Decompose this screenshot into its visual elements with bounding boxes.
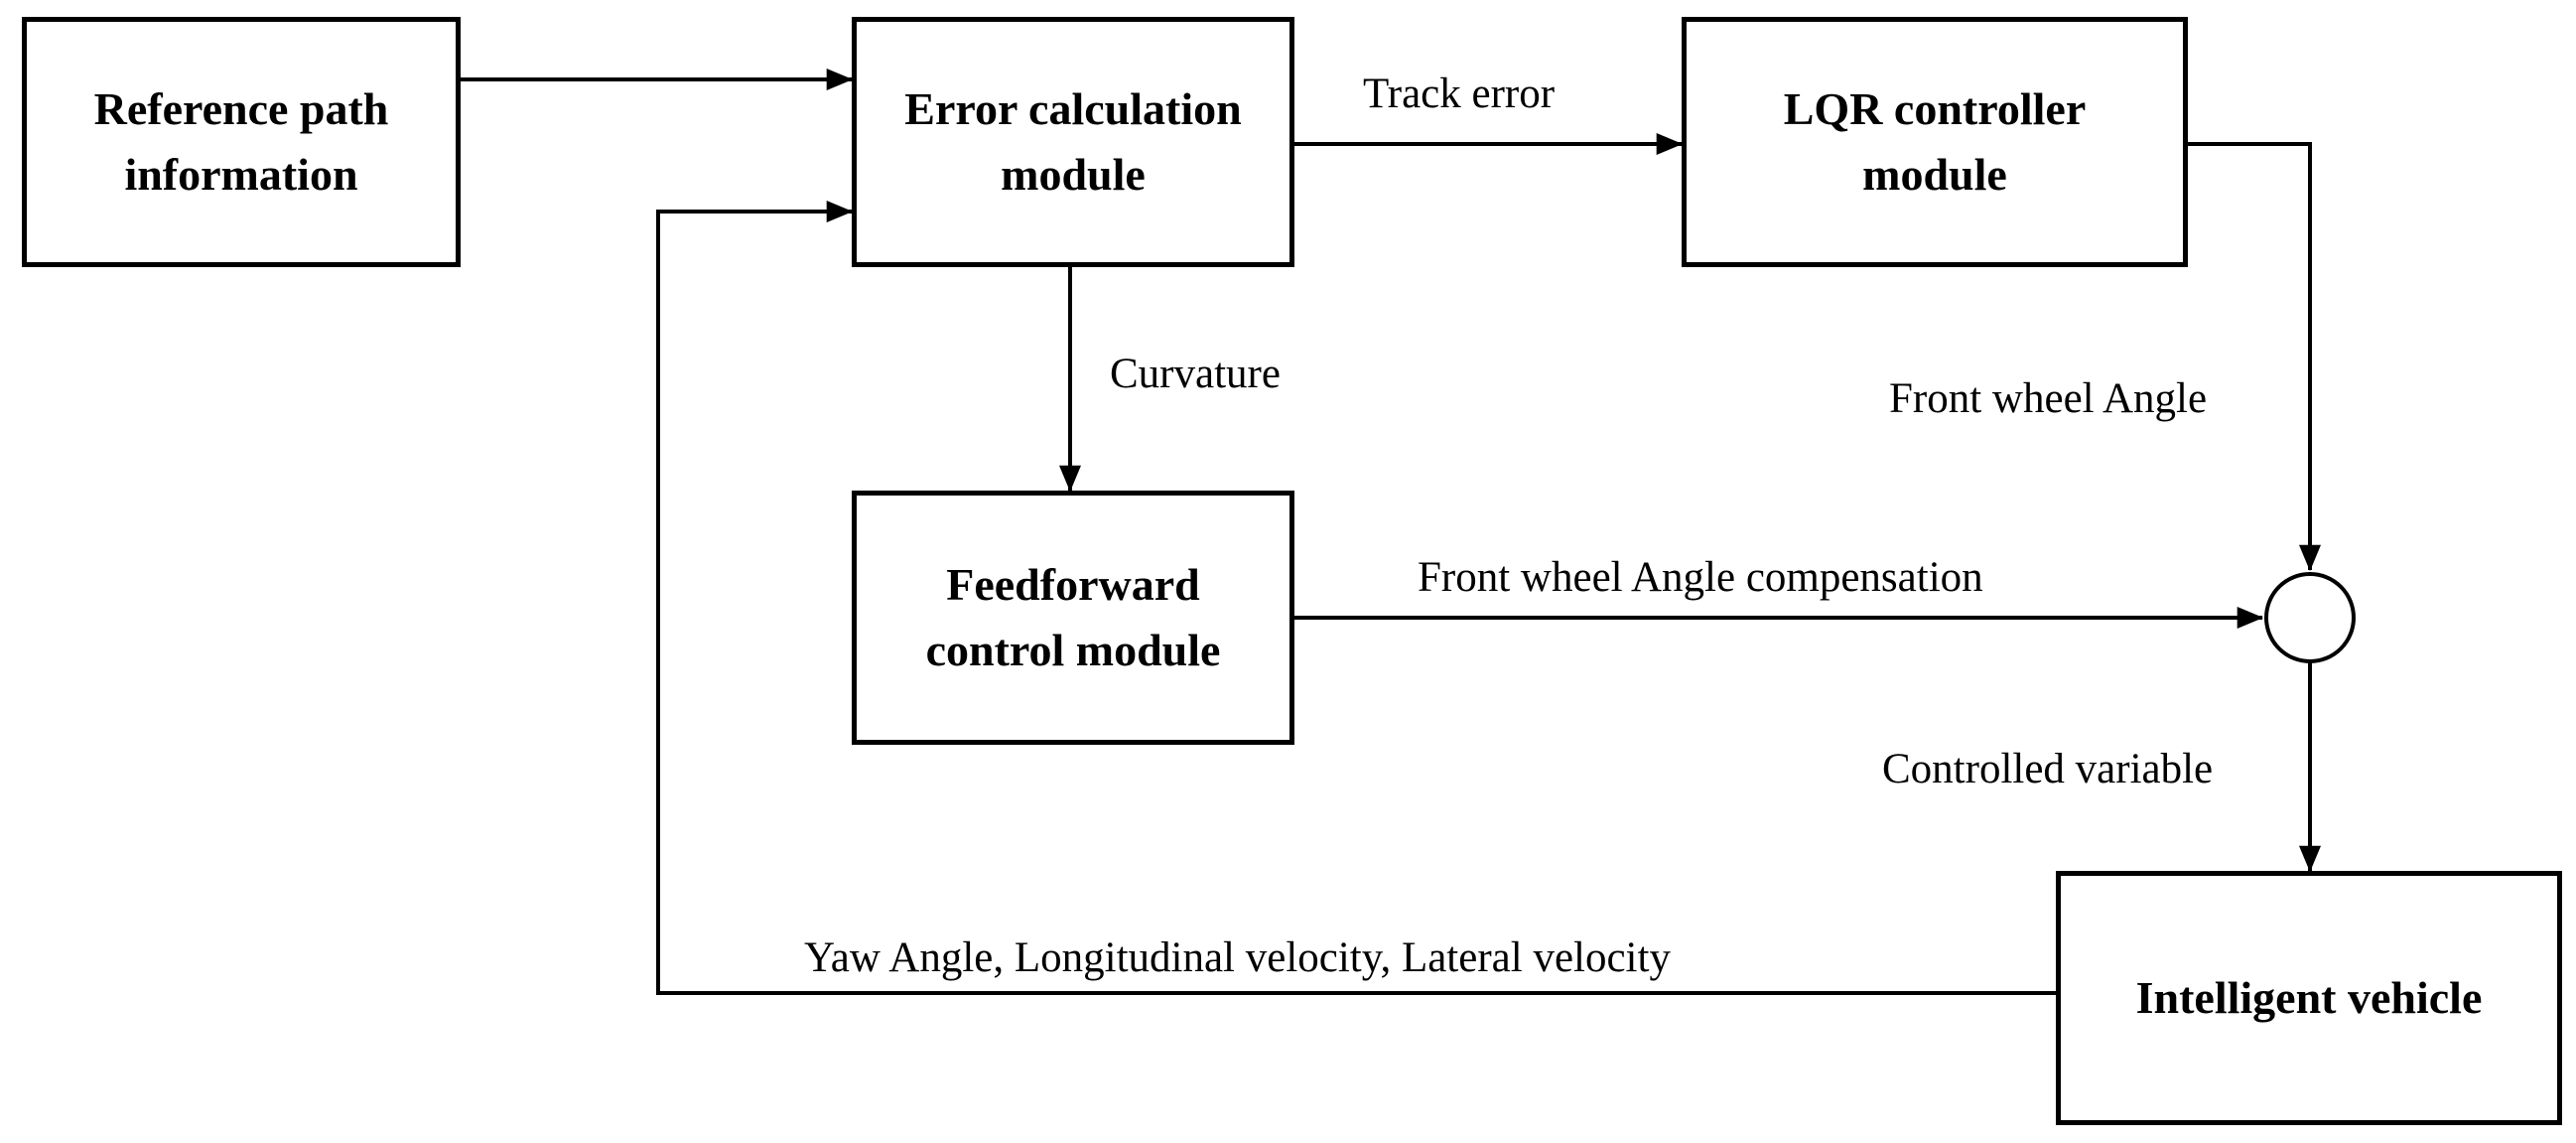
node-feedforward-control-line2: control module <box>925 625 1221 675</box>
node-lqr-controller-line2: module <box>1862 149 2007 200</box>
node-error-calculation-line2: module <box>1001 149 1146 200</box>
node-error-calculation-line1: Error calculation <box>904 83 1242 134</box>
label-feedback: Yaw Angle, Longitudinal velocity, Latera… <box>804 934 1671 981</box>
label-controlled-variable: Controlled variable <box>1882 746 2214 792</box>
edge-feedback <box>656 201 2056 995</box>
node-reference-path-line2: information <box>124 149 358 200</box>
node-lqr-controller-line1: LQR controller <box>1783 83 2087 134</box>
node-intelligent-vehicle-line1: Intelligent vehicle <box>2135 972 2483 1023</box>
node-reference-path-line1: Reference path <box>93 83 389 134</box>
label-curvature: Curvature <box>1110 351 1281 397</box>
node-feedforward-control-line1: Feedforward <box>946 559 1200 610</box>
summing-junction <box>2264 572 2356 663</box>
node-reference-path: Reference path information <box>22 17 461 267</box>
edge-front-wheel-angle <box>2187 142 2321 572</box>
node-lqr-controller: LQR controller module <box>1682 17 2188 267</box>
node-error-calculation: Error calculation module <box>852 17 1294 267</box>
label-front-wheel-angle-compensation: Front wheel Angle compensation <box>1418 554 1983 601</box>
label-front-wheel-angle: Front wheel Angle <box>1889 375 2208 422</box>
label-track-error: Track error <box>1363 71 1556 117</box>
node-feedforward-control: Feedforward control module <box>852 491 1294 745</box>
node-intelligent-vehicle: Intelligent vehicle <box>2056 871 2562 1125</box>
